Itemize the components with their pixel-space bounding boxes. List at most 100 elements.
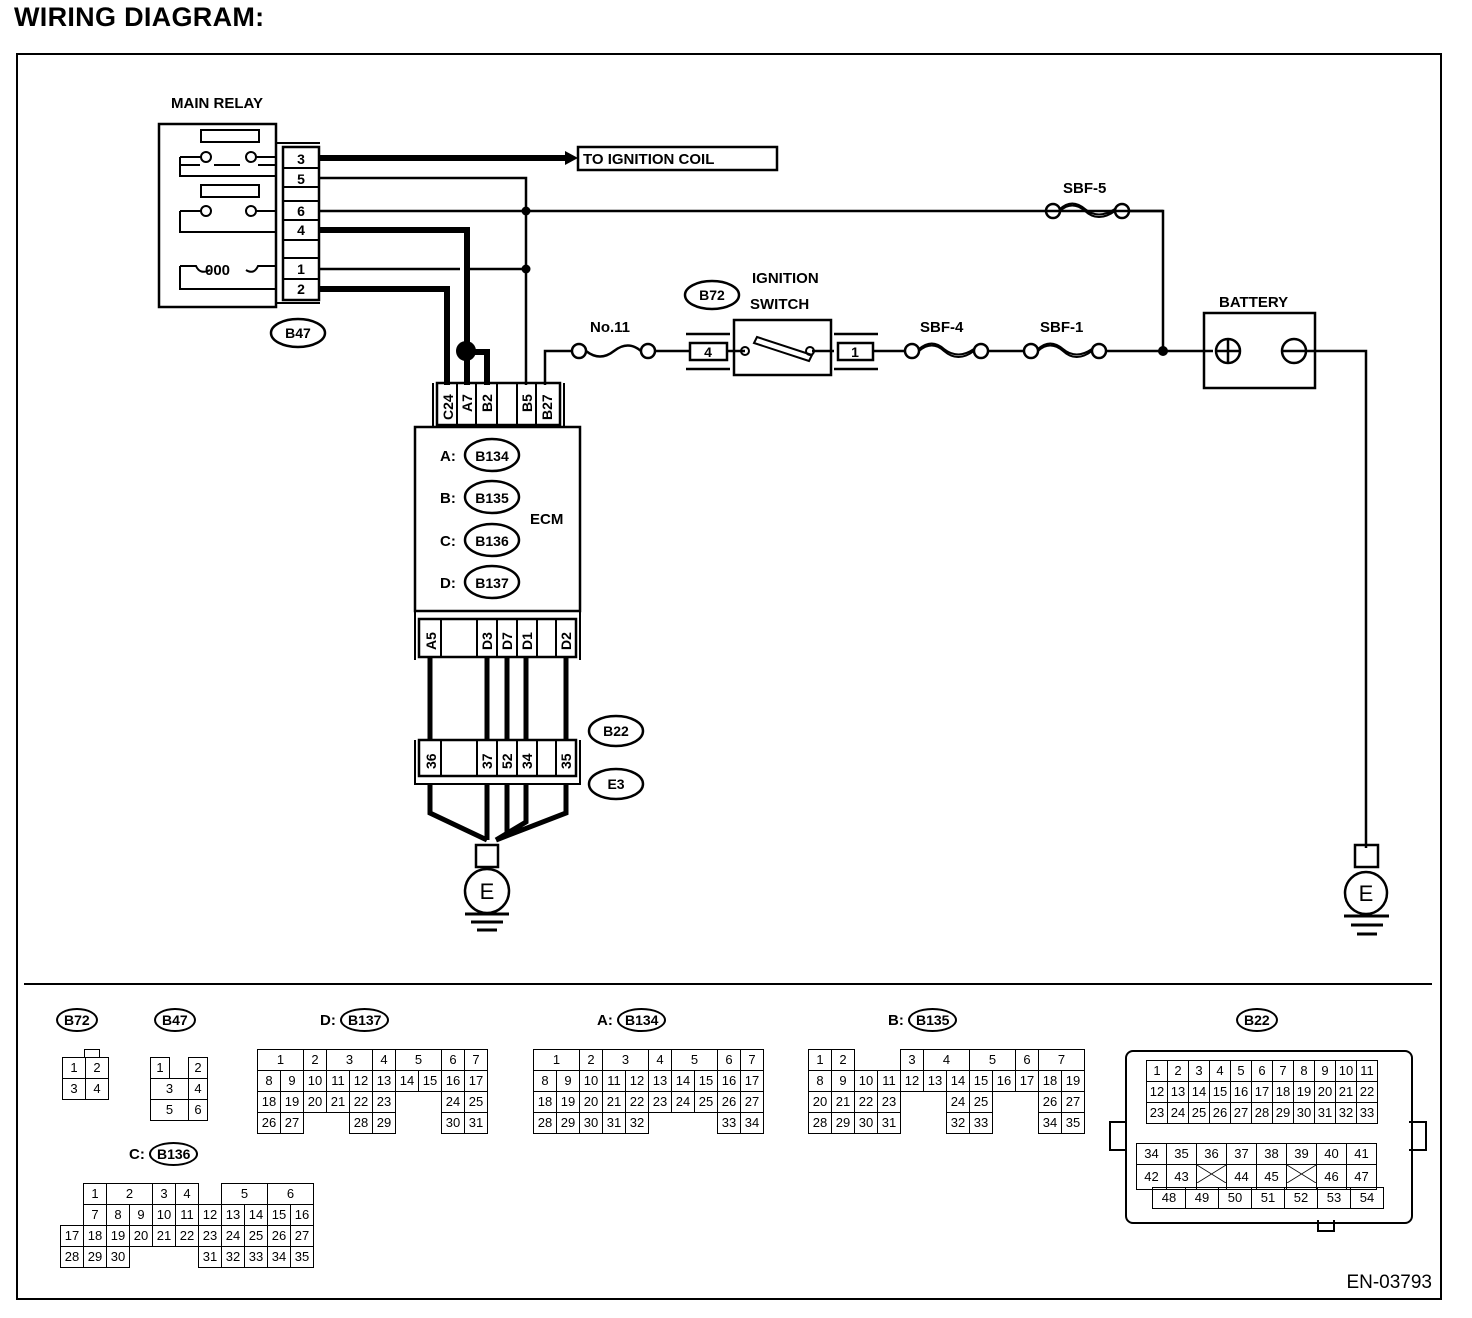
blocked-cavity-icon	[1287, 1165, 1316, 1183]
pin-cell: 54	[1350, 1187, 1384, 1209]
pin-cell: 24	[1167, 1102, 1189, 1124]
pin-cell: 26	[257, 1112, 281, 1134]
pin-cell: 37	[1226, 1143, 1257, 1165]
pin-cell: 33	[244, 1246, 268, 1268]
empty-cavity	[170, 1058, 189, 1079]
view-b136-title: C: B136	[129, 1142, 199, 1166]
b22-bottom-key	[1317, 1220, 1335, 1232]
ecm-bottom-pin: D2	[558, 632, 574, 650]
pin-cell: 17	[60, 1225, 84, 1247]
ecm-ground-wires	[427, 657, 569, 740]
fuse-sbf5	[1044, 202, 1131, 220]
pin-cell: 6	[1251, 1060, 1273, 1082]
empty-cavity	[901, 1092, 924, 1113]
pin-cell: 12	[625, 1070, 649, 1092]
diagram-frame	[16, 53, 1442, 1300]
ignition-switch-pin-out: 1	[851, 344, 859, 360]
ignition-switch-pin-in: 4	[704, 344, 712, 360]
pin-cell: 23	[648, 1091, 672, 1113]
pin-cell: 4	[648, 1049, 672, 1071]
pin-cell: 16	[290, 1204, 314, 1226]
view-b137-title: D: B137	[320, 1008, 390, 1032]
joint-pin: 37	[479, 753, 495, 769]
pin-cell: 30	[579, 1112, 603, 1134]
empty-cavity	[304, 1113, 327, 1134]
pin-cell: 20	[579, 1091, 603, 1113]
pin-cell: 23	[372, 1091, 396, 1113]
fuse-no11	[570, 342, 657, 360]
pin-cell: 20	[129, 1225, 153, 1247]
pin-cell: 6	[717, 1049, 741, 1071]
pin-cell: 21	[1335, 1081, 1357, 1103]
view-b135-title: B: B135	[888, 1008, 958, 1032]
pin-cell: 27	[280, 1112, 304, 1134]
relay-pin: 1	[297, 261, 305, 277]
ignition-switch-label-1: IGNITION	[752, 270, 819, 287]
pin-cell: 1	[83, 1183, 107, 1205]
pin-cell: 4	[85, 1078, 109, 1100]
pin-cell: 34	[740, 1112, 764, 1134]
connector-e3-tag: E3	[607, 776, 624, 792]
pin-cell: 3	[1188, 1060, 1210, 1082]
pin-cell: 4	[372, 1049, 396, 1071]
pin-cell: 32	[1335, 1102, 1357, 1124]
pin-cell: 6	[441, 1049, 465, 1071]
view-b72-title: B72	[56, 1008, 98, 1032]
pin-cell: 30	[441, 1112, 465, 1134]
pin-cell: 2	[188, 1057, 208, 1079]
pin-cell: 2	[1167, 1060, 1189, 1082]
pin-cell: 12	[1146, 1081, 1168, 1103]
pin-cell: 41	[1346, 1143, 1377, 1165]
pin-cell: 2	[303, 1049, 327, 1071]
pin-cell: 8	[257, 1070, 281, 1092]
pin-cell: 35	[290, 1246, 314, 1268]
pin-cell: 34	[1136, 1143, 1167, 1165]
pin-cell: 17	[740, 1070, 764, 1092]
pin-cell: 10	[1335, 1060, 1357, 1082]
joint-pin: 36	[423, 753, 439, 769]
pin-cell: 21	[326, 1091, 350, 1113]
b47-pin-block	[281, 145, 321, 302]
empty-cavity	[855, 1050, 901, 1071]
pin-cell: 29	[831, 1112, 855, 1134]
pin-cell	[1286, 1164, 1317, 1190]
pin-cell: 1	[1146, 1060, 1168, 1082]
fuse-sbf4	[903, 342, 990, 360]
pin-cell: 3	[326, 1049, 373, 1071]
pin-cell: 30	[106, 1246, 130, 1268]
pin-cell: 5	[150, 1099, 189, 1121]
pin-cell: 18	[257, 1091, 281, 1113]
pin-cell: 31	[877, 1112, 901, 1134]
empty-cavity	[153, 1247, 176, 1268]
ecm-top-pin: B5	[519, 394, 535, 412]
fuse-sbf1-label: SBF-1	[1040, 319, 1083, 336]
ground-label: E	[480, 879, 495, 904]
pin-cell: 14	[1188, 1081, 1210, 1103]
relay-pin: 4	[297, 222, 305, 238]
pin-cell: 19	[556, 1091, 580, 1113]
connector-b47-tag: B47	[285, 325, 311, 341]
pin-cell: 4	[188, 1078, 208, 1100]
pin-cell: 13	[648, 1070, 672, 1092]
relay-pin: 5	[297, 171, 305, 187]
splice-junction	[456, 341, 476, 361]
pin-cell: 45	[1256, 1164, 1287, 1190]
pin-cell: 3	[900, 1049, 924, 1071]
empty-cavity	[924, 1092, 947, 1113]
pin-cell: 7	[83, 1204, 107, 1226]
empty-cavity	[649, 1113, 672, 1134]
pin-cell: 27	[1230, 1102, 1252, 1124]
pin-cell: 5	[221, 1183, 268, 1205]
ecm-conn-id: B135	[475, 490, 509, 506]
empty-cavity	[419, 1113, 442, 1134]
pin-cell: 3	[150, 1078, 189, 1100]
pin-cell: 51	[1251, 1187, 1285, 1209]
pin-cell: 49	[1185, 1187, 1219, 1209]
b22-right-latch	[1409, 1121, 1427, 1151]
pin-cell: 25	[464, 1091, 488, 1113]
ecm-bottom-pin: D3	[479, 632, 495, 650]
fuse-sbf4-label: SBF-4	[920, 319, 964, 336]
pin-cell: 25	[694, 1091, 718, 1113]
